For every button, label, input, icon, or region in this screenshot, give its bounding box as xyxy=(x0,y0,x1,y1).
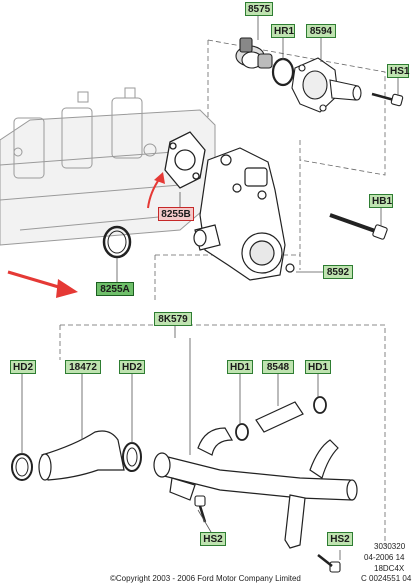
highlight-arrow-left xyxy=(7,270,63,290)
arrow-head-gasket xyxy=(154,172,165,184)
label-hd2-left: HD2 xyxy=(10,360,36,374)
label-hd1-left: HD1 xyxy=(227,360,253,374)
label-hs2-right: HS2 xyxy=(327,532,353,546)
label-8548: 8548 xyxy=(262,360,294,374)
label-hs1: HS1 xyxy=(387,64,409,78)
bolt-hb1 xyxy=(329,213,388,240)
seal-ring-hr1 xyxy=(271,57,295,87)
coolant-pipe-8k579 xyxy=(153,427,358,549)
label-8594: 8594 xyxy=(306,24,336,38)
copyright-text: ©Copyright 2003 - 2006 Ford Motor Compan… xyxy=(110,574,301,583)
gasket-8255b xyxy=(164,131,206,189)
label-8592: 8592 xyxy=(323,265,353,279)
catalog-ref: 18DC4X xyxy=(374,564,405,573)
catalog-date: 04-2006 14 xyxy=(364,553,405,562)
o-ring-8255a xyxy=(102,225,132,259)
label-hd2-mid: HD2 xyxy=(119,360,145,374)
hd2-clamp-mid xyxy=(122,442,142,472)
label-8575: 8575 xyxy=(245,2,273,16)
hd1-clamp-left xyxy=(235,423,249,441)
hd1-clamp-right xyxy=(313,396,327,414)
housing-8592 xyxy=(193,147,295,281)
label-hs2-left: HS2 xyxy=(200,532,226,546)
catalog-number: C 0024551 04 xyxy=(361,574,412,583)
arrow-head-left xyxy=(56,279,78,298)
hose-8548 xyxy=(255,401,304,433)
label-hr1: HR1 xyxy=(271,24,295,38)
label-hb1: HB1 xyxy=(369,194,393,208)
label-8255b: 8255B xyxy=(158,207,194,221)
catalog-code: 3030320 xyxy=(374,542,406,551)
hd2-clamp-left xyxy=(11,453,33,481)
leader-lines xyxy=(21,16,399,560)
o-ring-8255a-inner xyxy=(107,230,127,254)
bolt-hs2-right xyxy=(317,554,341,573)
label-18472: 18472 xyxy=(65,360,101,374)
thermostat-8575 xyxy=(235,37,273,69)
label-8255a: 8255A xyxy=(96,282,134,296)
label-8k579: 8K579 xyxy=(154,312,192,326)
bolt-hs1 xyxy=(371,92,404,107)
hose-18472 xyxy=(38,430,125,481)
bolt-hs2-left xyxy=(194,495,207,523)
label-hd1-right: HD1 xyxy=(305,360,331,374)
cover-8594 xyxy=(291,57,362,113)
